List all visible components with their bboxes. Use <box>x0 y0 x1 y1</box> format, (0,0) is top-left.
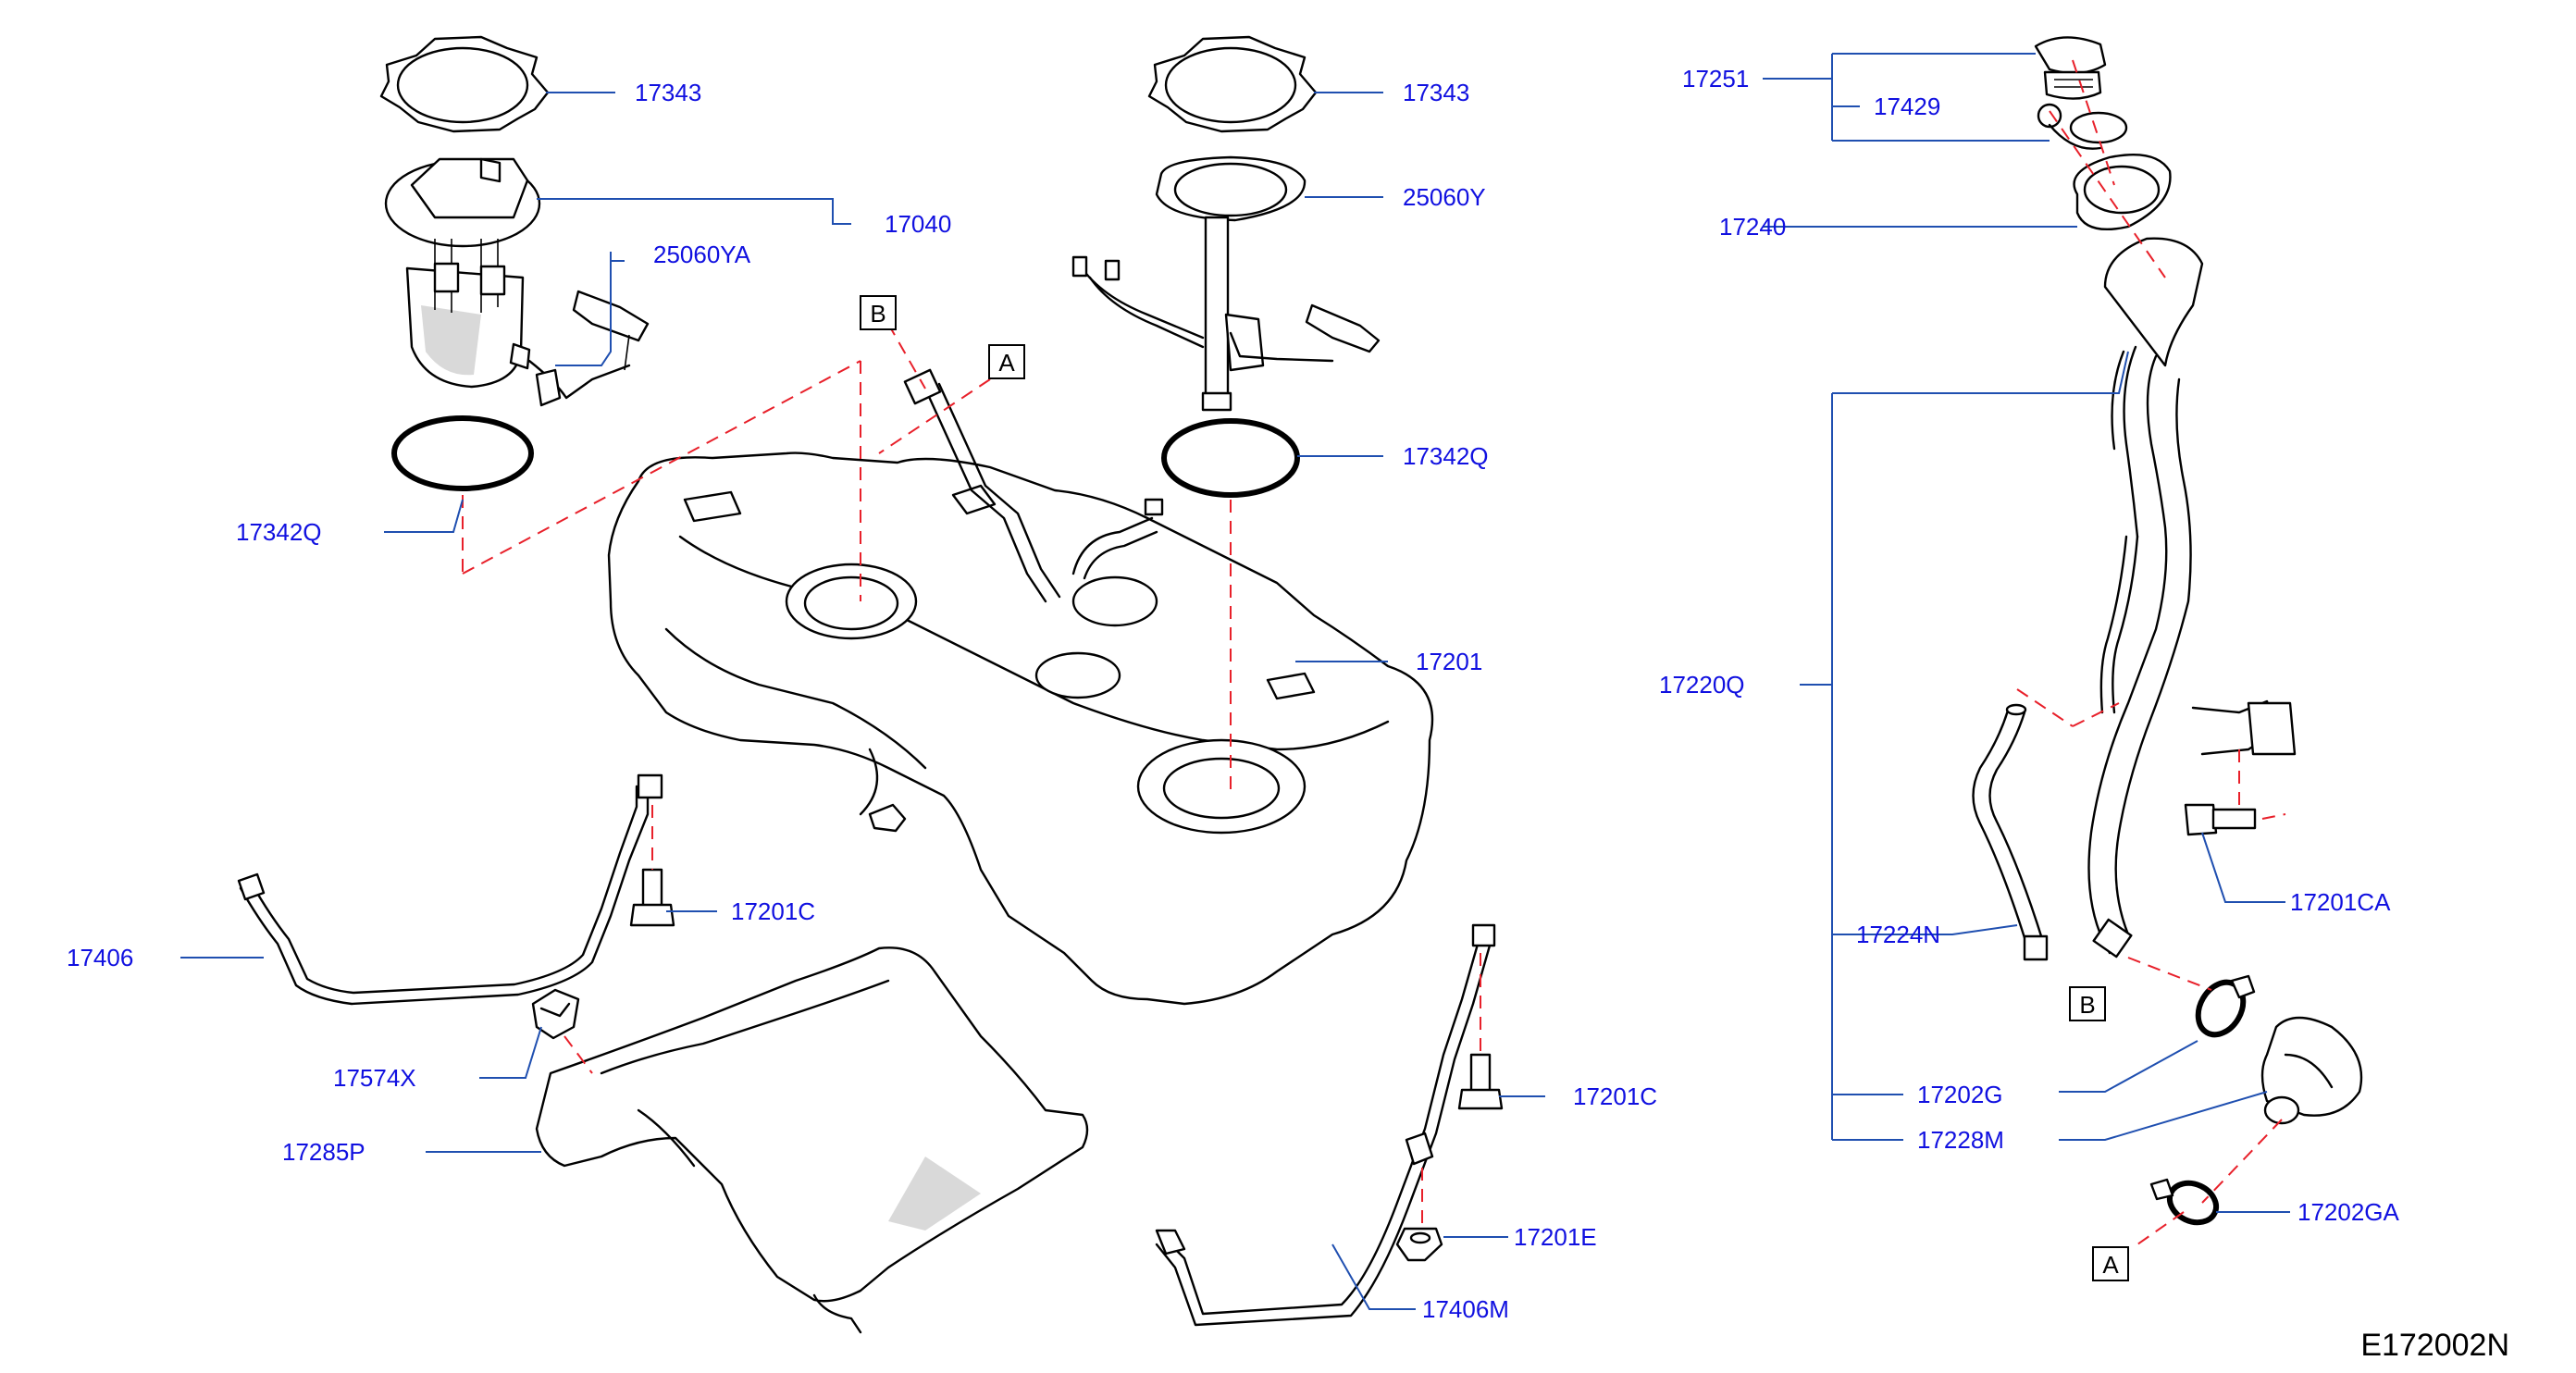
label-17342q-left: 17342Q <box>236 518 322 546</box>
label-17201c-b: 17201C <box>1573 1082 1657 1110</box>
leader-lines <box>180 53 2290 1310</box>
label-17285p: 17285P <box>282 1138 365 1166</box>
filler-bezel <box>2073 154 2172 230</box>
label-17343-mid: 17343 <box>1403 79 1469 106</box>
breather-tube <box>1972 703 2049 961</box>
label-17228m: 17228M <box>1917 1126 2004 1154</box>
diagram-code: E172002N <box>2360 1328 2509 1363</box>
label-17406m: 17406M <box>1422 1295 1509 1323</box>
sender-gasket-mid <box>1155 155 1307 222</box>
ref-box-a-top: A <box>988 344 1025 379</box>
label-17574x: 17574X <box>333 1064 416 1092</box>
lock-ring-mid <box>1147 35 1318 133</box>
label-17201e: 17201E <box>1514 1223 1597 1251</box>
label-17202g: 17202G <box>1917 1081 2003 1108</box>
ref-box-b-right: B <box>2069 986 2106 1021</box>
filler-hose <box>2260 1016 2363 1125</box>
clip-17574x <box>531 988 580 1040</box>
o-ring-mid <box>1161 418 1300 498</box>
bolt-17201c-right <box>1457 1053 1504 1110</box>
lock-ring-left <box>379 35 550 133</box>
label-17202ga: 17202GA <box>2297 1198 2400 1226</box>
filler-tube <box>2087 237 2297 959</box>
heat-shield <box>535 946 1089 1334</box>
ref-box-a-right: A <box>2092 1246 2129 1281</box>
label-17201: 17201 <box>1416 648 1482 675</box>
label-25060ya: 25060YA <box>653 241 751 268</box>
ref-b-right-text: B <box>2079 991 2095 1019</box>
fuel-tank <box>607 368 1434 1006</box>
label-17251: 17251 <box>1682 65 1749 93</box>
alignment-lines <box>462 59 2286 1245</box>
label-17201c-a: 17201C <box>731 897 815 925</box>
nut-17201e <box>1395 1227 1443 1262</box>
label-17406: 17406 <box>67 944 133 971</box>
label-17040: 17040 <box>885 210 951 238</box>
label-17342q-mid: 17342Q <box>1403 442 1489 470</box>
fuel-pump-module <box>384 157 650 407</box>
ref-b-top-text: B <box>870 300 886 328</box>
label-17224n: 17224N <box>1856 921 1940 948</box>
label-17343-left: 17343 <box>635 79 701 106</box>
label-17201ca: 17201CA <box>2290 888 2391 916</box>
fuel-level-sender <box>1071 216 1381 412</box>
label-25060y: 25060Y <box>1403 183 1486 211</box>
ref-box-b-top: B <box>860 295 897 330</box>
bolt-17201ca <box>2184 803 2257 836</box>
hose-clamp-17202g <box>2195 974 2256 1038</box>
o-ring-left <box>391 415 534 491</box>
label-17240: 17240 <box>1719 213 1786 241</box>
bolt-17201c-left <box>629 868 675 927</box>
hose-clamp-17202ga <box>2149 1178 2220 1226</box>
cap-tether <box>2037 103 2128 150</box>
filler-cap <box>2034 36 2107 100</box>
tank-band-left <box>237 773 663 1006</box>
label-17429: 17429 <box>1874 93 1940 120</box>
ref-a-right-text: A <box>2102 1251 2119 1279</box>
label-17220q: 17220Q <box>1659 671 1745 699</box>
ref-a-top-text: A <box>998 349 1015 377</box>
